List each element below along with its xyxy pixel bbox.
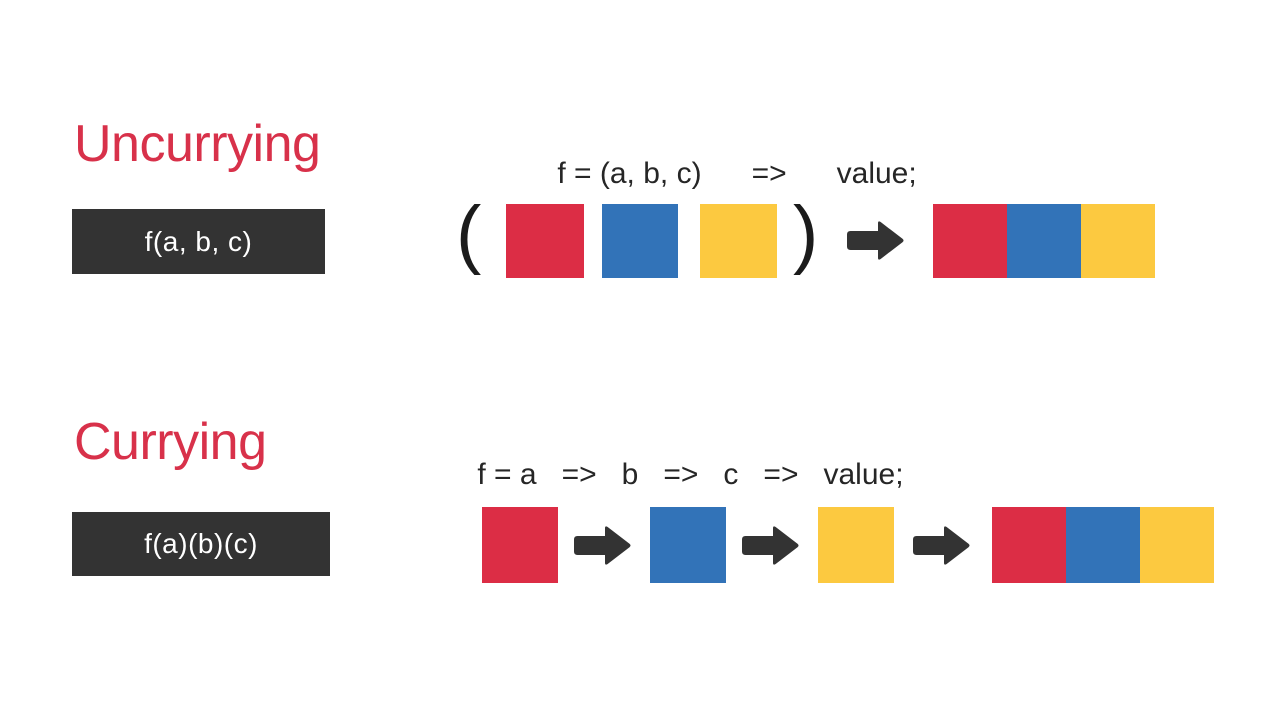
open-paren-uncurrying: ( <box>456 191 482 276</box>
result-block-c-uncurrying <box>1081 204 1155 278</box>
input-block-c-currying <box>818 507 894 583</box>
right-arrow-icon <box>911 525 971 572</box>
formula-currying-param-2: b <box>621 458 639 491</box>
formula-uncurrying-spacer-2 <box>787 157 837 190</box>
input-block-a-uncurrying <box>506 204 584 278</box>
formula-currying: f = a => b => c => value; <box>444 430 904 520</box>
formula-uncurrying: f = (a, b, c) => value; <box>524 129 917 219</box>
formula-uncurrying-lhs: f = (a, b, c) <box>557 157 702 190</box>
right-arrow-icon <box>845 220 905 267</box>
formula-currying-spacer-6 <box>798 458 823 491</box>
code-chip-uncurrying: f(a, b, c) <box>72 209 325 274</box>
input-block-b-currying <box>650 507 726 583</box>
result-block-c-currying <box>1140 507 1214 583</box>
formula-currying-arrow-3: => <box>763 458 799 491</box>
input-block-a-currying <box>482 507 558 583</box>
formula-currying-arrow-1: => <box>561 458 597 491</box>
result-block-b-currying <box>1066 507 1140 583</box>
section-title-currying: Currying <box>74 413 267 471</box>
input-block-b-uncurrying <box>602 204 678 278</box>
formula-currying-spacer-2 <box>597 458 622 491</box>
section-currying: Currying f(a)(b)(c) f = a => b => c => v… <box>0 340 1280 720</box>
section-uncurrying: Uncurrying f(a, b, c) f = (a, b, c) => v… <box>0 0 1280 340</box>
formula-currying-lhs: f = a <box>477 458 537 491</box>
right-arrow-icon <box>740 525 800 572</box>
result-blocks-uncurrying <box>933 204 1155 278</box>
result-block-a-currying <box>992 507 1066 583</box>
code-chip-uncurrying-label: f(a, b, c) <box>144 225 253 257</box>
section-title-uncurrying: Uncurrying <box>74 115 321 173</box>
result-block-b-uncurrying <box>1007 204 1081 278</box>
input-block-c-uncurrying <box>700 204 777 278</box>
close-paren-uncurrying: ) <box>793 191 819 276</box>
formula-currying-param-3: c <box>723 458 739 491</box>
code-chip-currying: f(a)(b)(c) <box>72 512 330 576</box>
right-arrow-icon <box>572 525 632 572</box>
formula-uncurrying-rhs: value; <box>836 157 917 190</box>
formula-uncurrying-arrow: => <box>751 157 787 190</box>
result-block-a-uncurrying <box>933 204 1007 278</box>
code-chip-currying-label: f(a)(b)(c) <box>144 528 258 559</box>
formula-uncurrying-spacer-1 <box>702 157 752 190</box>
formula-currying-rhs: value; <box>823 458 904 491</box>
formula-currying-spacer-4 <box>698 458 723 491</box>
formula-currying-spacer-3 <box>638 458 663 491</box>
formula-currying-spacer-1 <box>537 458 562 491</box>
formula-currying-arrow-2: => <box>663 458 699 491</box>
formula-currying-spacer-5 <box>738 458 763 491</box>
result-blocks-currying <box>992 507 1214 583</box>
